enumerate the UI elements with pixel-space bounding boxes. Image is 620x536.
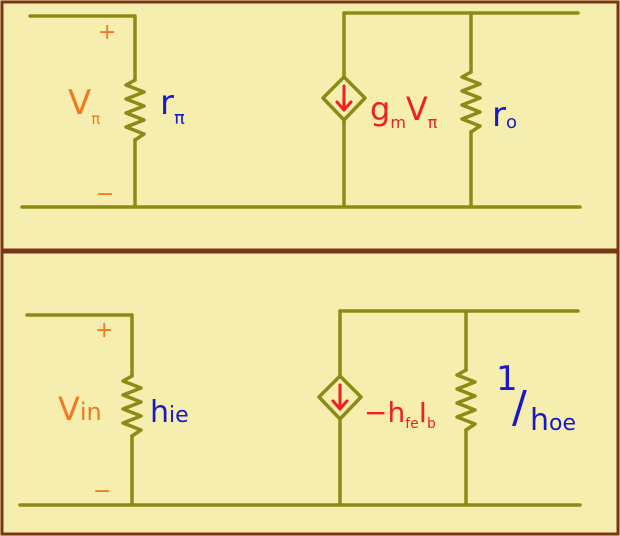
bottom-current-source-prefix: −h [364, 396, 405, 429]
bottom-source-arrow-icon [331, 383, 349, 411]
bottom-current-source-sub2: b [427, 416, 436, 432]
top-source-arrow-icon [335, 84, 353, 112]
bottom-minus-sign: − [93, 479, 111, 504]
top-circuit [20, 11, 582, 209]
bottom-current-source-label: −hfeIb [364, 396, 436, 432]
bottom-circuit [18, 309, 582, 507]
top-input-resistor-sub: π [174, 108, 185, 129]
top-minus-sign: − [96, 182, 114, 207]
bottom-current-source-main2: I [419, 396, 427, 429]
top-input-voltage-main: V [68, 83, 91, 123]
top-current-source-sub1: m [390, 113, 406, 132]
bottom-output-resistor-main: h [530, 403, 549, 438]
top-input-voltage-sub: π [91, 110, 100, 128]
top-panel-border [0, 0, 620, 252]
bottom-input-resistor-label: hie [150, 395, 189, 430]
top-input-voltage-label: Vπ [68, 83, 100, 128]
bottom-plus-sign: + [95, 318, 113, 343]
top-input-wire [28, 14, 137, 82]
bottom-panel-border [0, 250, 620, 536]
bottom-input-voltage-label: Vin [58, 390, 102, 428]
bottom-output-resistor-slash: / [512, 382, 527, 433]
top-output-resistor-sub: o [506, 112, 517, 133]
bottom-input-resistor-sub: ie [169, 403, 189, 428]
bottom-current-source-sub1: fe [405, 416, 419, 432]
bottom-input-resistor-main: h [150, 395, 169, 430]
top-plus-sign: + [98, 20, 116, 45]
bottom-input-resistor-zigzag-icon [121, 374, 143, 438]
top-output-resistor-label: ro [492, 95, 517, 135]
bottom-output-resistor-numerator: 1 [496, 359, 518, 399]
top-current-source-label: gmVπ [370, 90, 438, 132]
bottom-input-voltage-sub: in [80, 398, 102, 426]
top-input-resistor-label: rπ [160, 83, 185, 129]
bottom-output-resistor-zigzag-icon [455, 368, 477, 432]
bottom-input-voltage-main: V [58, 390, 80, 428]
bottom-input-wire [25, 313, 134, 378]
top-current-source-main2: V [406, 90, 428, 128]
top-current-source-main: g [370, 90, 390, 128]
top-input-resistor-zigzag-icon [124, 78, 146, 142]
bottom-output-resistor-sub: oe [549, 411, 576, 436]
bottom-output-resistor-denominator: hoe [530, 403, 576, 438]
top-current-source-sub2: π [428, 113, 438, 132]
top-output-resistor-zigzag-icon [460, 70, 482, 134]
top-output-resistor-main: r [492, 95, 506, 135]
top-input-resistor-main: r [160, 83, 174, 123]
